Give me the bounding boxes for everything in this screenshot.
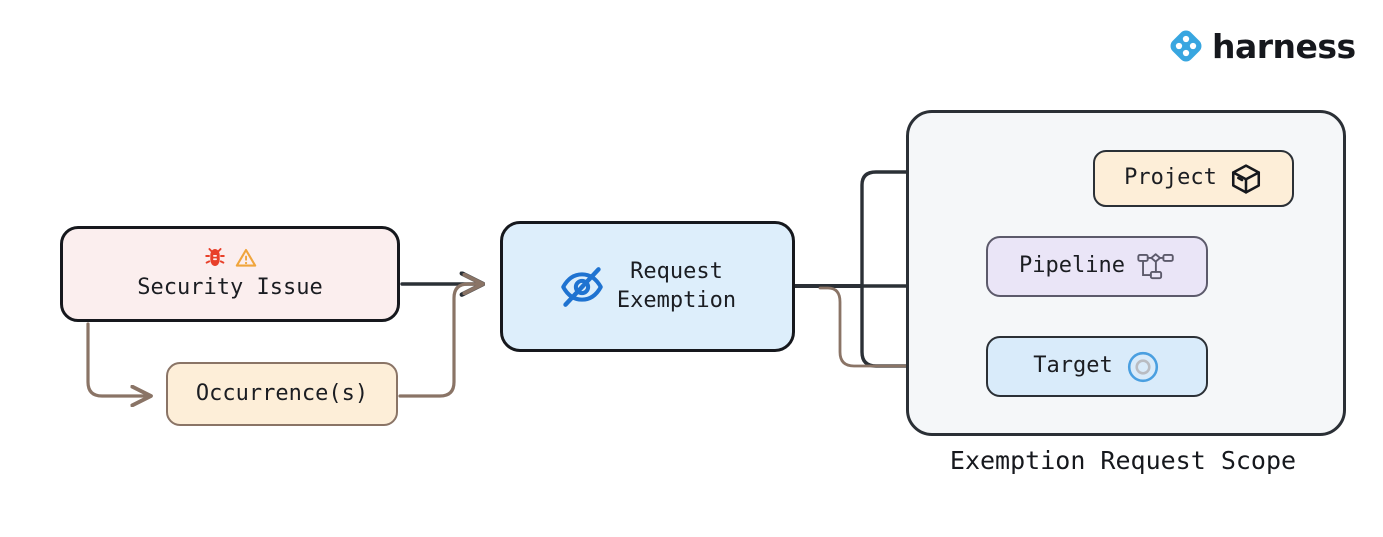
node-project-label: Project (1124, 165, 1217, 191)
node-project[interactable]: Project (1093, 150, 1294, 207)
node-occurrences-label: Occurrence(s) (195, 380, 369, 406)
node-request-exemption-label-line2: Exemption (616, 287, 737, 313)
target-row: Target (1033, 349, 1160, 385)
edge-occurrences-to-request (398, 284, 482, 398)
harness-diamond-logo-icon (1170, 30, 1202, 62)
node-security-issue-label: Security Issue (137, 274, 323, 300)
eye-off-icon (561, 266, 603, 307)
node-target[interactable]: Target (986, 336, 1208, 397)
node-occurrences[interactable]: Occurrence(s) (166, 362, 398, 426)
node-security-issue[interactable]: Security Issue (60, 226, 400, 322)
cube-icon (1231, 163, 1260, 194)
node-request-exemption-label-line1: Request (630, 259, 723, 285)
edge-request-to-project (860, 172, 1078, 288)
pipeline-nodes-icon (1137, 252, 1174, 279)
node-pipeline-label: Pipeline (1019, 253, 1125, 279)
node-pipeline[interactable]: Pipeline (986, 236, 1208, 297)
request-exemption-row: Request Exemption (559, 258, 736, 314)
exemption-request-scope-caption: Exemption Request Scope (949, 446, 1297, 475)
node-request-exemption[interactable]: Request Exemption (500, 221, 795, 352)
bug-icon (204, 247, 225, 266)
target-circles-icon (1127, 351, 1158, 382)
node-target-label: Target (1033, 353, 1113, 379)
harness-logo: harness (1168, 28, 1356, 64)
edge-request-to-target-secondary (818, 286, 962, 366)
pipeline-row: Pipeline (1019, 252, 1175, 282)
harness-wordmark: harness (1212, 26, 1356, 66)
warning-triangle-icon (235, 248, 256, 267)
project-row: Project (1124, 162, 1263, 196)
edge-security-to-occurrences (86, 322, 150, 396)
security-issue-icons (203, 246, 258, 270)
